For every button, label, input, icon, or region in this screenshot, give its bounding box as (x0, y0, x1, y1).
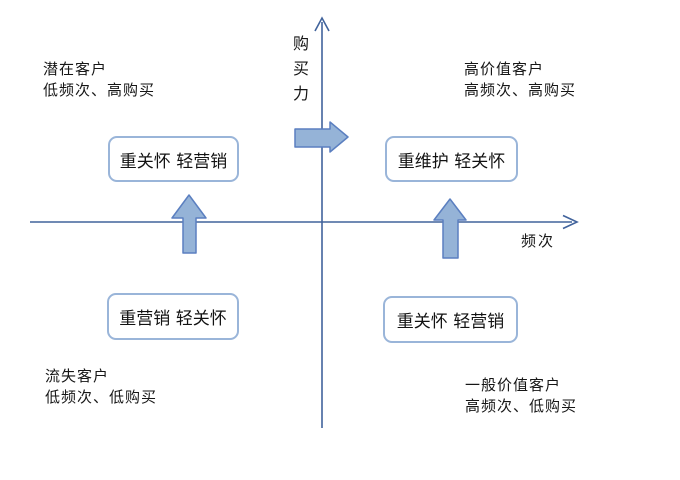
quadrant-subtitle: 低频次、低购买 (45, 388, 158, 406)
quadrant-label-top-left: 潜在客户 低频次、高购买 (43, 59, 155, 101)
strategy-box-label: 重关怀 轻营销 (396, 312, 505, 332)
y-axis-label-char: 力 (292, 84, 309, 103)
quadrant-subtitle: 低频次、高购买 (43, 81, 156, 99)
quadrant-subtitle: 高频次、低购买 (465, 397, 578, 415)
quadrant-label-bottom-right: 一般价值客户 高频次、低购买 (465, 375, 577, 417)
y-axis-label-char: 买 (292, 59, 309, 78)
quadrant-label-bottom-left: 流失客户 低频次、低购买 (45, 366, 157, 408)
y-axis-arrowhead (314, 16, 330, 32)
quadrant-title: 一般价值客户 (465, 376, 562, 394)
strategy-box-label: 重维护 轻关怀 (397, 151, 506, 172)
quadrant-title: 潜在客户 (43, 60, 108, 78)
y-axis-label-char: 购 (292, 34, 309, 53)
quadrant-label-top-right: 高价值客户 高频次、高购买 (464, 59, 576, 101)
strategy-box-label: 重营销 轻关怀 (119, 309, 227, 329)
quadrant-title: 高价值客户 (464, 60, 545, 78)
block-arrow-up-left (171, 194, 207, 254)
block-arrow-up-right (433, 198, 467, 259)
block-arrow-right-center (294, 121, 349, 153)
strategy-box-bottom-right: 重关怀 轻营销 (383, 296, 518, 343)
quadrant-subtitle: 高频次、高购买 (464, 81, 577, 99)
x-axis-arrowhead (562, 214, 579, 230)
y-axis-label: 购 买 力 (291, 31, 311, 106)
strategy-box-top-left: 重关怀 轻营销 (108, 136, 239, 182)
quadrant-title: 流失客户 (45, 367, 110, 385)
x-axis-label: 频次 (521, 232, 556, 250)
strategy-box-top-right: 重维护 轻关怀 (385, 136, 518, 182)
strategy-box-bottom-left: 重营销 轻关怀 (107, 293, 239, 340)
strategy-box-label: 重关怀 轻营销 (119, 151, 228, 172)
